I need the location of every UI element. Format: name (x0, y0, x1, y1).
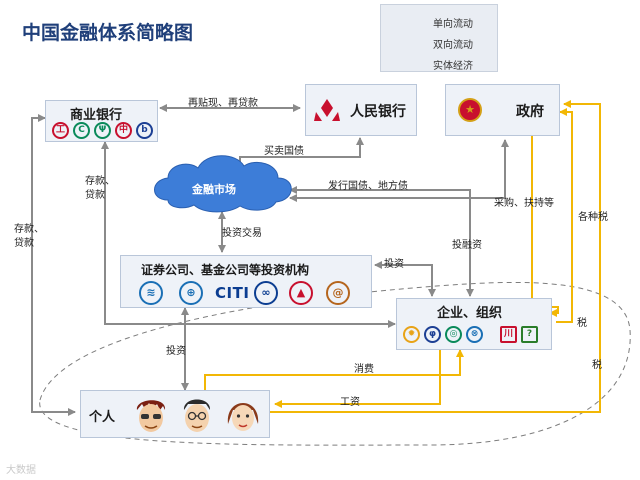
abc-logo-icon: C (73, 122, 90, 139)
label-investment-financing: 投融资 (452, 240, 482, 251)
node-government: ★ 政府 (445, 84, 560, 136)
person-1-icon (136, 400, 166, 432)
watermark: 大数据 (6, 465, 36, 476)
brand-logo-icon: 川 (500, 326, 517, 343)
government-title: 政府 (516, 104, 544, 120)
label-various-taxes: 各种税 (578, 212, 608, 223)
label-tax-enterprise: 税 (577, 318, 587, 329)
pboc-title: 人民银行 (350, 104, 406, 120)
legend-one-way-label: 单向流动 (433, 19, 473, 30)
edge-deposit-loan-outer (31, 114, 76, 416)
state-grid-logo-icon: ⊗ (466, 326, 483, 343)
label-deposit-loan-outer-2: 贷款 (14, 238, 34, 249)
legend: 单向流动 双向流动 实体经济 (380, 4, 498, 72)
huaxia-logo-icon: ≋ (139, 281, 163, 305)
edge-wages (274, 350, 441, 408)
edge-consumption (204, 349, 464, 390)
node-pboc: 人民银行 (305, 84, 417, 136)
label-consumption: 消费 (354, 364, 374, 375)
person-2-icon (183, 399, 211, 432)
guotai-logo-icon: ▲ (289, 281, 313, 305)
citi-secondary-logo-icon: ∞ (254, 281, 278, 305)
edge-tax-individual (270, 100, 601, 413)
pingan-logo-icon: @ (326, 281, 350, 305)
national-emblem-icon: ★ (458, 98, 482, 122)
commercial-bank-title: 商业银行 (70, 108, 123, 123)
label-investment-trade: 投资交易 (222, 228, 262, 239)
securities-title: 证券公司、基金公司等投资机构 (141, 263, 310, 277)
label-deposit-loan-inner-1: 存款、 (85, 176, 115, 187)
label-bond-trade: 买卖国债 (264, 146, 304, 157)
node-enterprise: 企业、组织 ✹ φ ◎ ⊗ 川 ? (396, 298, 552, 350)
china-mobile-logo-icon: ◎ (445, 326, 462, 343)
label-wages: 工资 (340, 397, 360, 408)
individual-title: 个人 (89, 410, 116, 425)
label-tax-individual: 税 (592, 360, 602, 371)
fund-logo-icon: ⊕ (179, 281, 203, 305)
bocom-logo-icon: b (136, 122, 153, 139)
label-deposit-loan-outer-1: 存款、 (14, 224, 44, 235)
citi-logo-icon: CITI (215, 284, 250, 302)
legend-real-economy-label: 实体经济 (433, 61, 473, 72)
edge-procurement (531, 135, 559, 317)
edge-deposit-loan-inner (101, 141, 396, 328)
person-3-icon (227, 403, 259, 431)
node-individual: 个人 (80, 390, 270, 438)
legend-two-way-label: 双向流动 (433, 40, 473, 51)
edge-tax-enterprise (556, 108, 573, 323)
pboc-logo-icon (314, 99, 340, 121)
enterprise-title: 企业、组织 (437, 306, 503, 321)
cnpc-logo-icon: φ (424, 326, 441, 343)
edge-investment-financing (289, 186, 474, 297)
node-securities: 证券公司、基金公司等投资机构 ≋ ⊕ CITI ∞ ▲ @ (120, 255, 372, 308)
label-invest-enterprise: 投资 (384, 259, 404, 270)
boc-logo-icon: Ψ (94, 122, 111, 139)
label-issue-bonds: 发行国债、地方债 (328, 181, 408, 192)
financial-market-cloud (154, 155, 292, 213)
misc-logo-icon: ? (521, 326, 538, 343)
page-title: 中国金融体系简略图 (22, 22, 194, 44)
label-procurement: 采购、扶持等 (494, 198, 554, 209)
label-rediscount: 再贴现、再贷款 (188, 98, 258, 109)
node-commercial-bank: 商业银行 工 C Ψ 中 b (45, 100, 158, 142)
sinopec-logo-icon: ✹ (403, 326, 420, 343)
label-invest-individual: 投资 (166, 346, 186, 357)
icbc-logo-icon: 工 (52, 122, 69, 139)
ccb-logo-icon: 中 (115, 122, 132, 139)
label-deposit-loan-inner-2: 贷款 (85, 190, 105, 201)
financial-market-title: 金融市场 (192, 183, 236, 196)
